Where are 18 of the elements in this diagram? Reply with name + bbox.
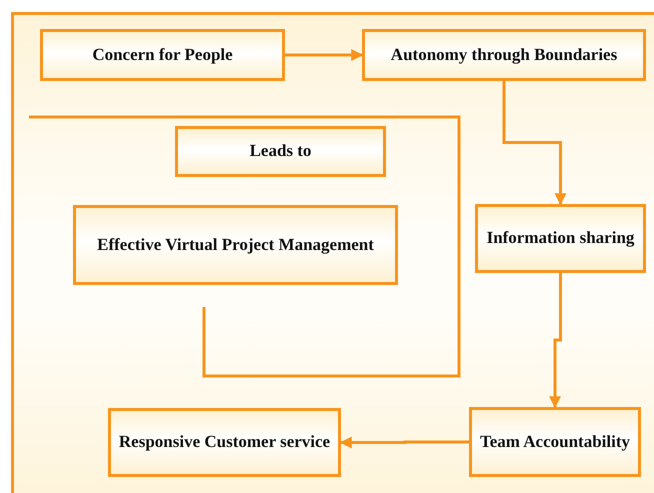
process-box	[475, 204, 646, 273]
process-box	[108, 408, 341, 477]
arrow	[340, 436, 469, 448]
arrow	[285, 49, 364, 61]
process-box	[40, 29, 285, 81]
label-box	[175, 126, 386, 177]
node-label: Autonomy through Boundaries	[390, 44, 618, 66]
arrow	[502, 81, 566, 206]
node-label: Information sharing	[486, 227, 634, 250]
process-box	[362, 29, 646, 81]
process-box	[73, 205, 398, 285]
node-label: Responsive Customer service	[118, 431, 330, 454]
arrow	[549, 273, 562, 408]
process-box	[469, 407, 641, 477]
node-label: Concern for People	[92, 44, 233, 66]
node-label: Effective Virtual Project Management	[97, 234, 374, 256]
node-label: Team Accountability	[480, 430, 630, 453]
node-label: Leads to	[250, 140, 312, 162]
